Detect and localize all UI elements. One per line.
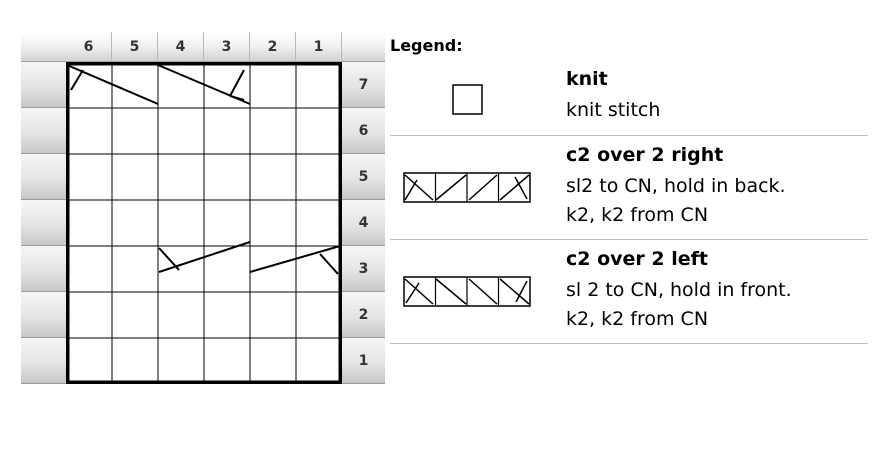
header-corner-right bbox=[342, 32, 385, 62]
legend-item-desc: k2, k2 from CN bbox=[566, 308, 709, 330]
column-number: 2 bbox=[250, 32, 296, 62]
column-number: 6 bbox=[66, 32, 112, 62]
column-number: 4 bbox=[158, 32, 204, 62]
row-number: 7 bbox=[342, 62, 385, 108]
column-number: 5 bbox=[112, 32, 158, 62]
c2-over-2-right-cable bbox=[157, 64, 251, 105]
c2-over-2-left-icon bbox=[403, 276, 531, 307]
row-number: 1 bbox=[342, 338, 385, 384]
header-corner-left bbox=[21, 32, 66, 62]
c2-over-2-right-icon bbox=[403, 172, 531, 203]
legend-item-desc: knit stitch bbox=[566, 99, 661, 121]
left-row-cell bbox=[21, 338, 66, 384]
legend-item-desc: sl2 to CN, hold in back. bbox=[566, 175, 786, 197]
legend-item-c2-over-2-right: c2 over 2 right sl2 to CN, hold in back.… bbox=[390, 136, 868, 240]
knit-icon bbox=[452, 84, 483, 115]
legend-item-desc: k2, k2 from CN bbox=[566, 204, 709, 226]
left-row-cell bbox=[21, 154, 66, 200]
row-number: 4 bbox=[342, 200, 385, 246]
legend-item-title: knit bbox=[566, 68, 608, 90]
column-number: 3 bbox=[204, 32, 250, 62]
row-number: 6 bbox=[342, 108, 385, 154]
c2-over-2-right-cable bbox=[158, 241, 251, 273]
row-number: 2 bbox=[342, 292, 385, 338]
left-row-cell bbox=[21, 200, 66, 246]
legend-item-title: c2 over 2 right bbox=[566, 144, 724, 166]
left-row-cell bbox=[21, 292, 66, 338]
row-number: 3 bbox=[342, 246, 385, 292]
legend-item-desc: sl 2 to CN, hold in front. bbox=[566, 279, 792, 301]
left-row-cell bbox=[21, 246, 66, 292]
column-number: 1 bbox=[296, 32, 342, 62]
knitting-chart: 6 5 4 3 2 1 7 6 5 4 3 2 1 bbox=[21, 32, 385, 384]
legend-title: Legend: bbox=[390, 36, 463, 55]
c2-over-2-left-cable bbox=[249, 245, 341, 275]
row-number: 5 bbox=[342, 154, 385, 200]
legend-item-knit: knit knit stitch bbox=[390, 60, 868, 136]
left-row-cell bbox=[21, 62, 66, 108]
c2-over-2-left-cable bbox=[66, 64, 159, 105]
legend-item-c2-over-2-left: c2 over 2 left sl 2 to CN, hold in front… bbox=[390, 240, 868, 344]
left-row-cell bbox=[21, 108, 66, 154]
stitch-grid bbox=[66, 62, 342, 384]
legend-item-title: c2 over 2 left bbox=[566, 248, 708, 270]
